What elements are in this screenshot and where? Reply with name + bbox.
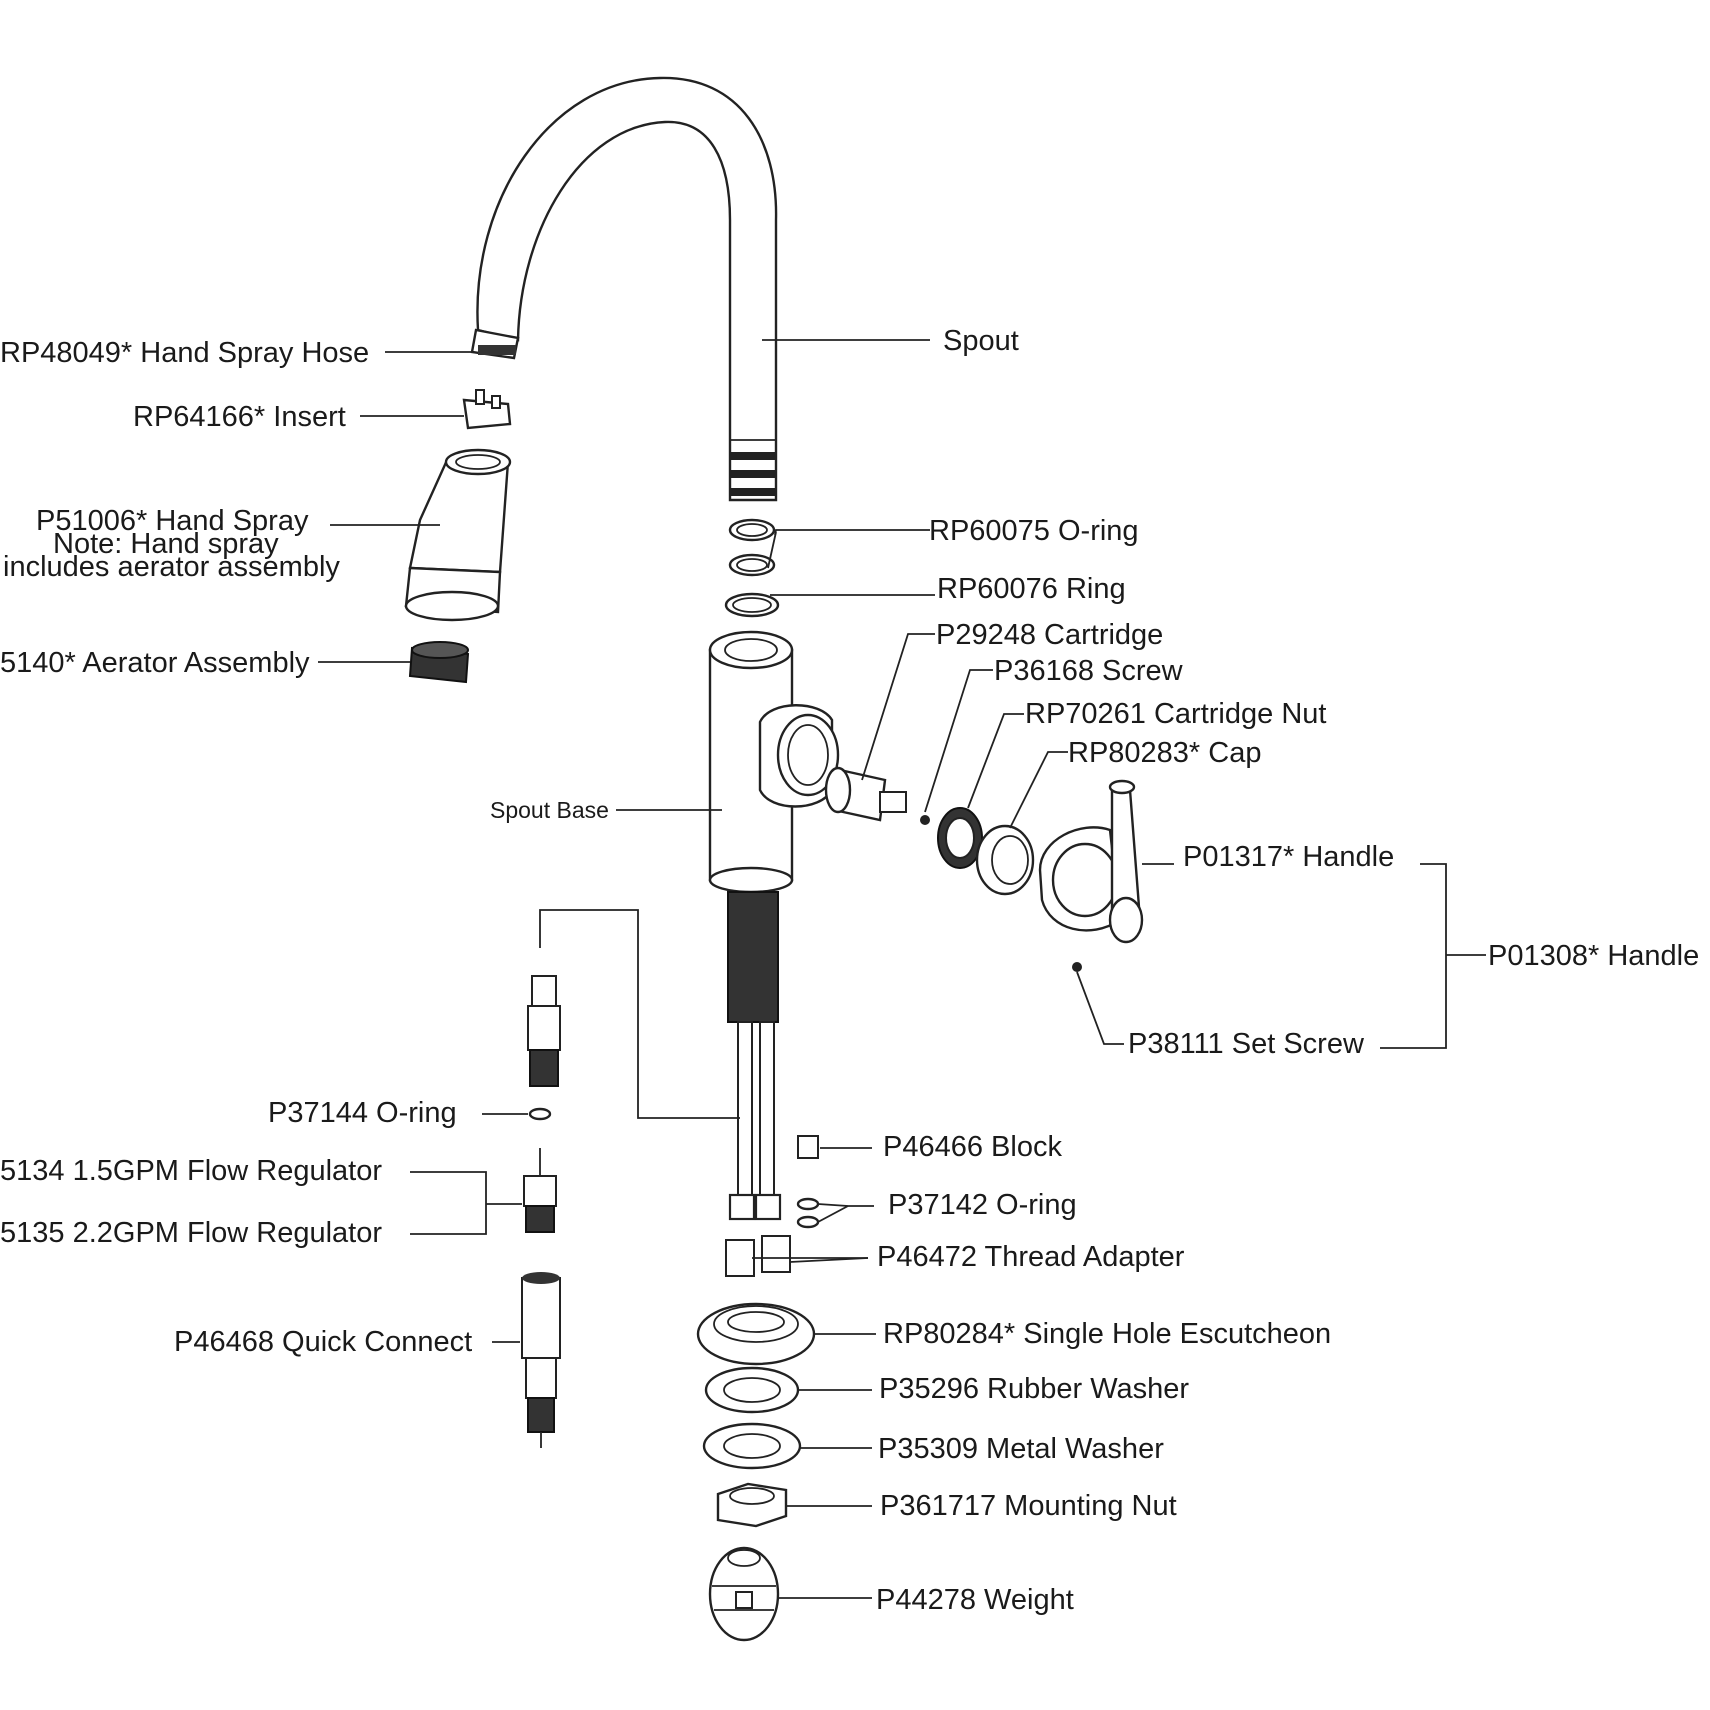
metal-washer-part [702, 1422, 872, 1470]
label-oring-37144: P37144 O-ring [268, 1097, 457, 1129]
hose-end-part [527, 975, 561, 1087]
weight-part [708, 1546, 872, 1642]
label-oring-60075: RP60075 O-ring [929, 515, 1139, 547]
label-rubber-washer: P35296 Rubber Washer [879, 1373, 1189, 1405]
rubber-washer-part [704, 1366, 872, 1414]
screw-part [920, 669, 993, 825]
spout-base-part [616, 630, 840, 1023]
oring-60075-part [728, 518, 930, 577]
label-aerator-assembly: 5140* Aerator Assembly [0, 647, 310, 679]
handle-01308-bracket [1380, 863, 1486, 1049]
label-flow-regulator-22: 5135 2.2GPM Flow Regulator [0, 1217, 382, 1249]
label-spout: Spout [943, 325, 1019, 357]
aerator-assembly-part [318, 641, 470, 684]
label-weight: P44278 Weight [876, 1584, 1074, 1616]
label-cartridge-nut: RP70261 Cartridge Nut [1025, 698, 1326, 730]
ring-60076-part [724, 592, 935, 618]
handle-part [1038, 779, 1174, 944]
label-hand-spray-note-2: includes aerator assembly [3, 551, 340, 583]
label-oring-37142: P37142 O-ring [888, 1189, 1077, 1221]
connector-line [539, 909, 740, 1119]
set-screw-part [1072, 962, 1124, 1045]
insert-part [360, 389, 512, 430]
label-cartridge: P29248 Cartridge [936, 619, 1163, 651]
label-metal-washer: P35309 Metal Washer [878, 1433, 1164, 1465]
cartridge-part [824, 633, 935, 822]
quick-connect-part [492, 1272, 561, 1448]
label-quick-connect: P46468 Quick Connect [174, 1326, 472, 1358]
cartridge-nut-part [937, 713, 1024, 869]
mounting-nut-part [716, 1482, 872, 1528]
label-ring-60076: RP60076 Ring [937, 573, 1126, 605]
oring-37142-part [796, 1197, 874, 1229]
label-block: P46466 Block [883, 1131, 1062, 1163]
label-insert: RP64166* Insert [133, 401, 346, 433]
label-cap: RP80283* Cap [1068, 737, 1261, 769]
supply-hoses-part [728, 1021, 782, 1221]
label-screw: P36168 Screw [994, 655, 1184, 687]
label-hand-spray-note-1: Note: Hand spray [53, 528, 279, 560]
label-spout-base: Spout Base [490, 797, 609, 823]
block-part [797, 1135, 872, 1159]
flow-regulator-part [410, 1148, 557, 1235]
thread-adapter-part [725, 1235, 869, 1277]
spout-part [476, 76, 930, 502]
label-mounting-nut: P361717 Mounting Nut [880, 1490, 1177, 1522]
label-set-screw: P38111 Set Screw [1128, 1028, 1365, 1060]
cap-part [975, 751, 1068, 896]
hand-spray-hose-part [385, 328, 520, 360]
escutcheon-part [696, 1302, 876, 1366]
hand-spray-part [330, 448, 512, 622]
oring-37144-part [482, 1107, 552, 1121]
label-hand-spray-hose: RP48049* Hand Spray Hose [0, 337, 369, 369]
label-handle-01317: P01317* Handle [1183, 841, 1394, 873]
label-handle-01308: P01308* Handle [1488, 940, 1699, 972]
label-thread-adapter: P46472 Thread Adapter [877, 1241, 1185, 1273]
label-flow-regulator-15: 5134 1.5GPM Flow Regulator [0, 1155, 382, 1187]
label-hand-spray: P51006* Hand Spray [36, 505, 309, 537]
label-escutcheon: RP80284* Single Hole Escutcheon [883, 1318, 1331, 1350]
